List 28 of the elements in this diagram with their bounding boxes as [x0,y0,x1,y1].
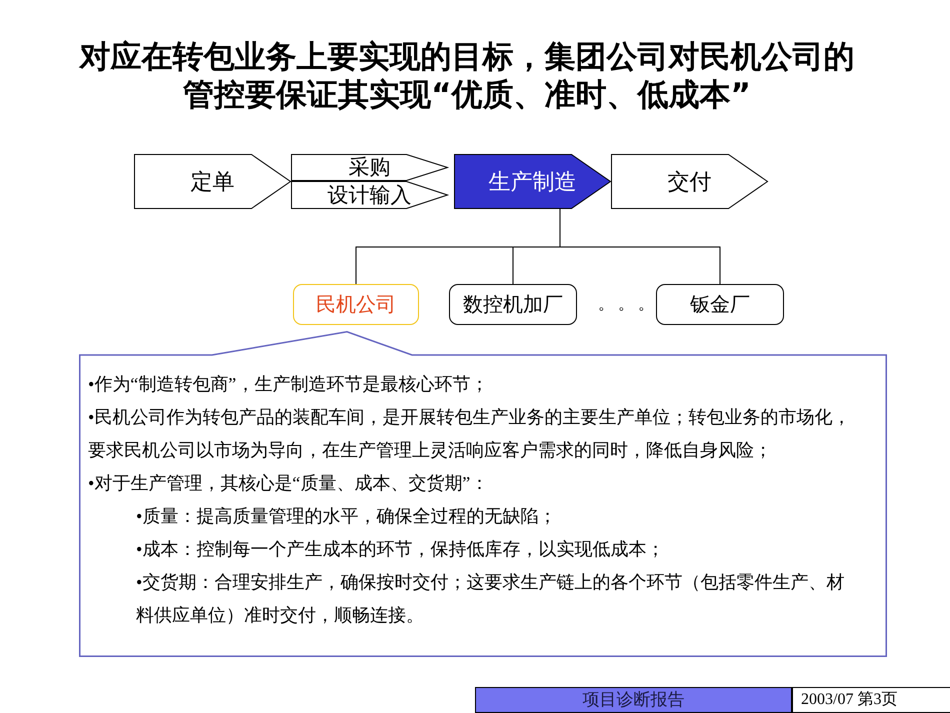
process-step [134,154,291,209]
unit-box [656,284,784,325]
bullet-text: •质量：提高质量管理的水平，确保全过程的无缺陷； [136,505,556,528]
step-label: 定单 [190,170,234,192]
step-label: 设计输入 [328,184,412,206]
bullet-text: •对于生产管理，其核心是“质量、成本、交货期”： [88,472,488,495]
process-step [611,154,768,209]
unit-label: 民机公司 [316,294,396,314]
process-step [454,154,611,209]
bullet-text: •民机公司作为转包产品的装配车间，是开展转包生产业务的主要生产单位；转包业务的市场化，要求民机公司以市场为导向，在生产管理上灵活响应客户需求的同时，降低自身风险； [88,406,852,462]
bullet-text: •作为“制造转包商”，生产制造环节是最核心环节； [88,373,488,396]
bullet-text: •成本：控制每一个产生成本的环节，保持低库存，以实现低成本； [136,538,664,561]
process-step [291,154,448,181]
step-label: 采购 [348,157,390,178]
unit-box [293,284,419,325]
footer-title-bar: 项目诊断报告 [475,687,792,713]
process-step [291,181,448,209]
step-label: 生产制造 [488,170,576,192]
connector-line [560,208,720,284]
callout-box [79,331,887,657]
footer-date-page: 2003/07 第3页 [792,687,950,713]
step-label: 交付 [668,170,712,192]
title-text: 对应在转包业务上要实现的目标，集团公司对民机公司的管控要保证其实现“优质、准时、低成本” [78,38,856,114]
unit-label: 钣金厂 [690,294,750,314]
ellipsis-text: 。 。 。 [598,295,654,315]
bullet-text: •交货期：合理安排生产，确保按时交付；这要求生产链上的各个环节（包括零件生产、材料供应单位）准时交付，顺畅连接。 [136,571,846,627]
unit-label: 数控机加厂 [463,294,563,314]
unit-box [449,284,577,325]
